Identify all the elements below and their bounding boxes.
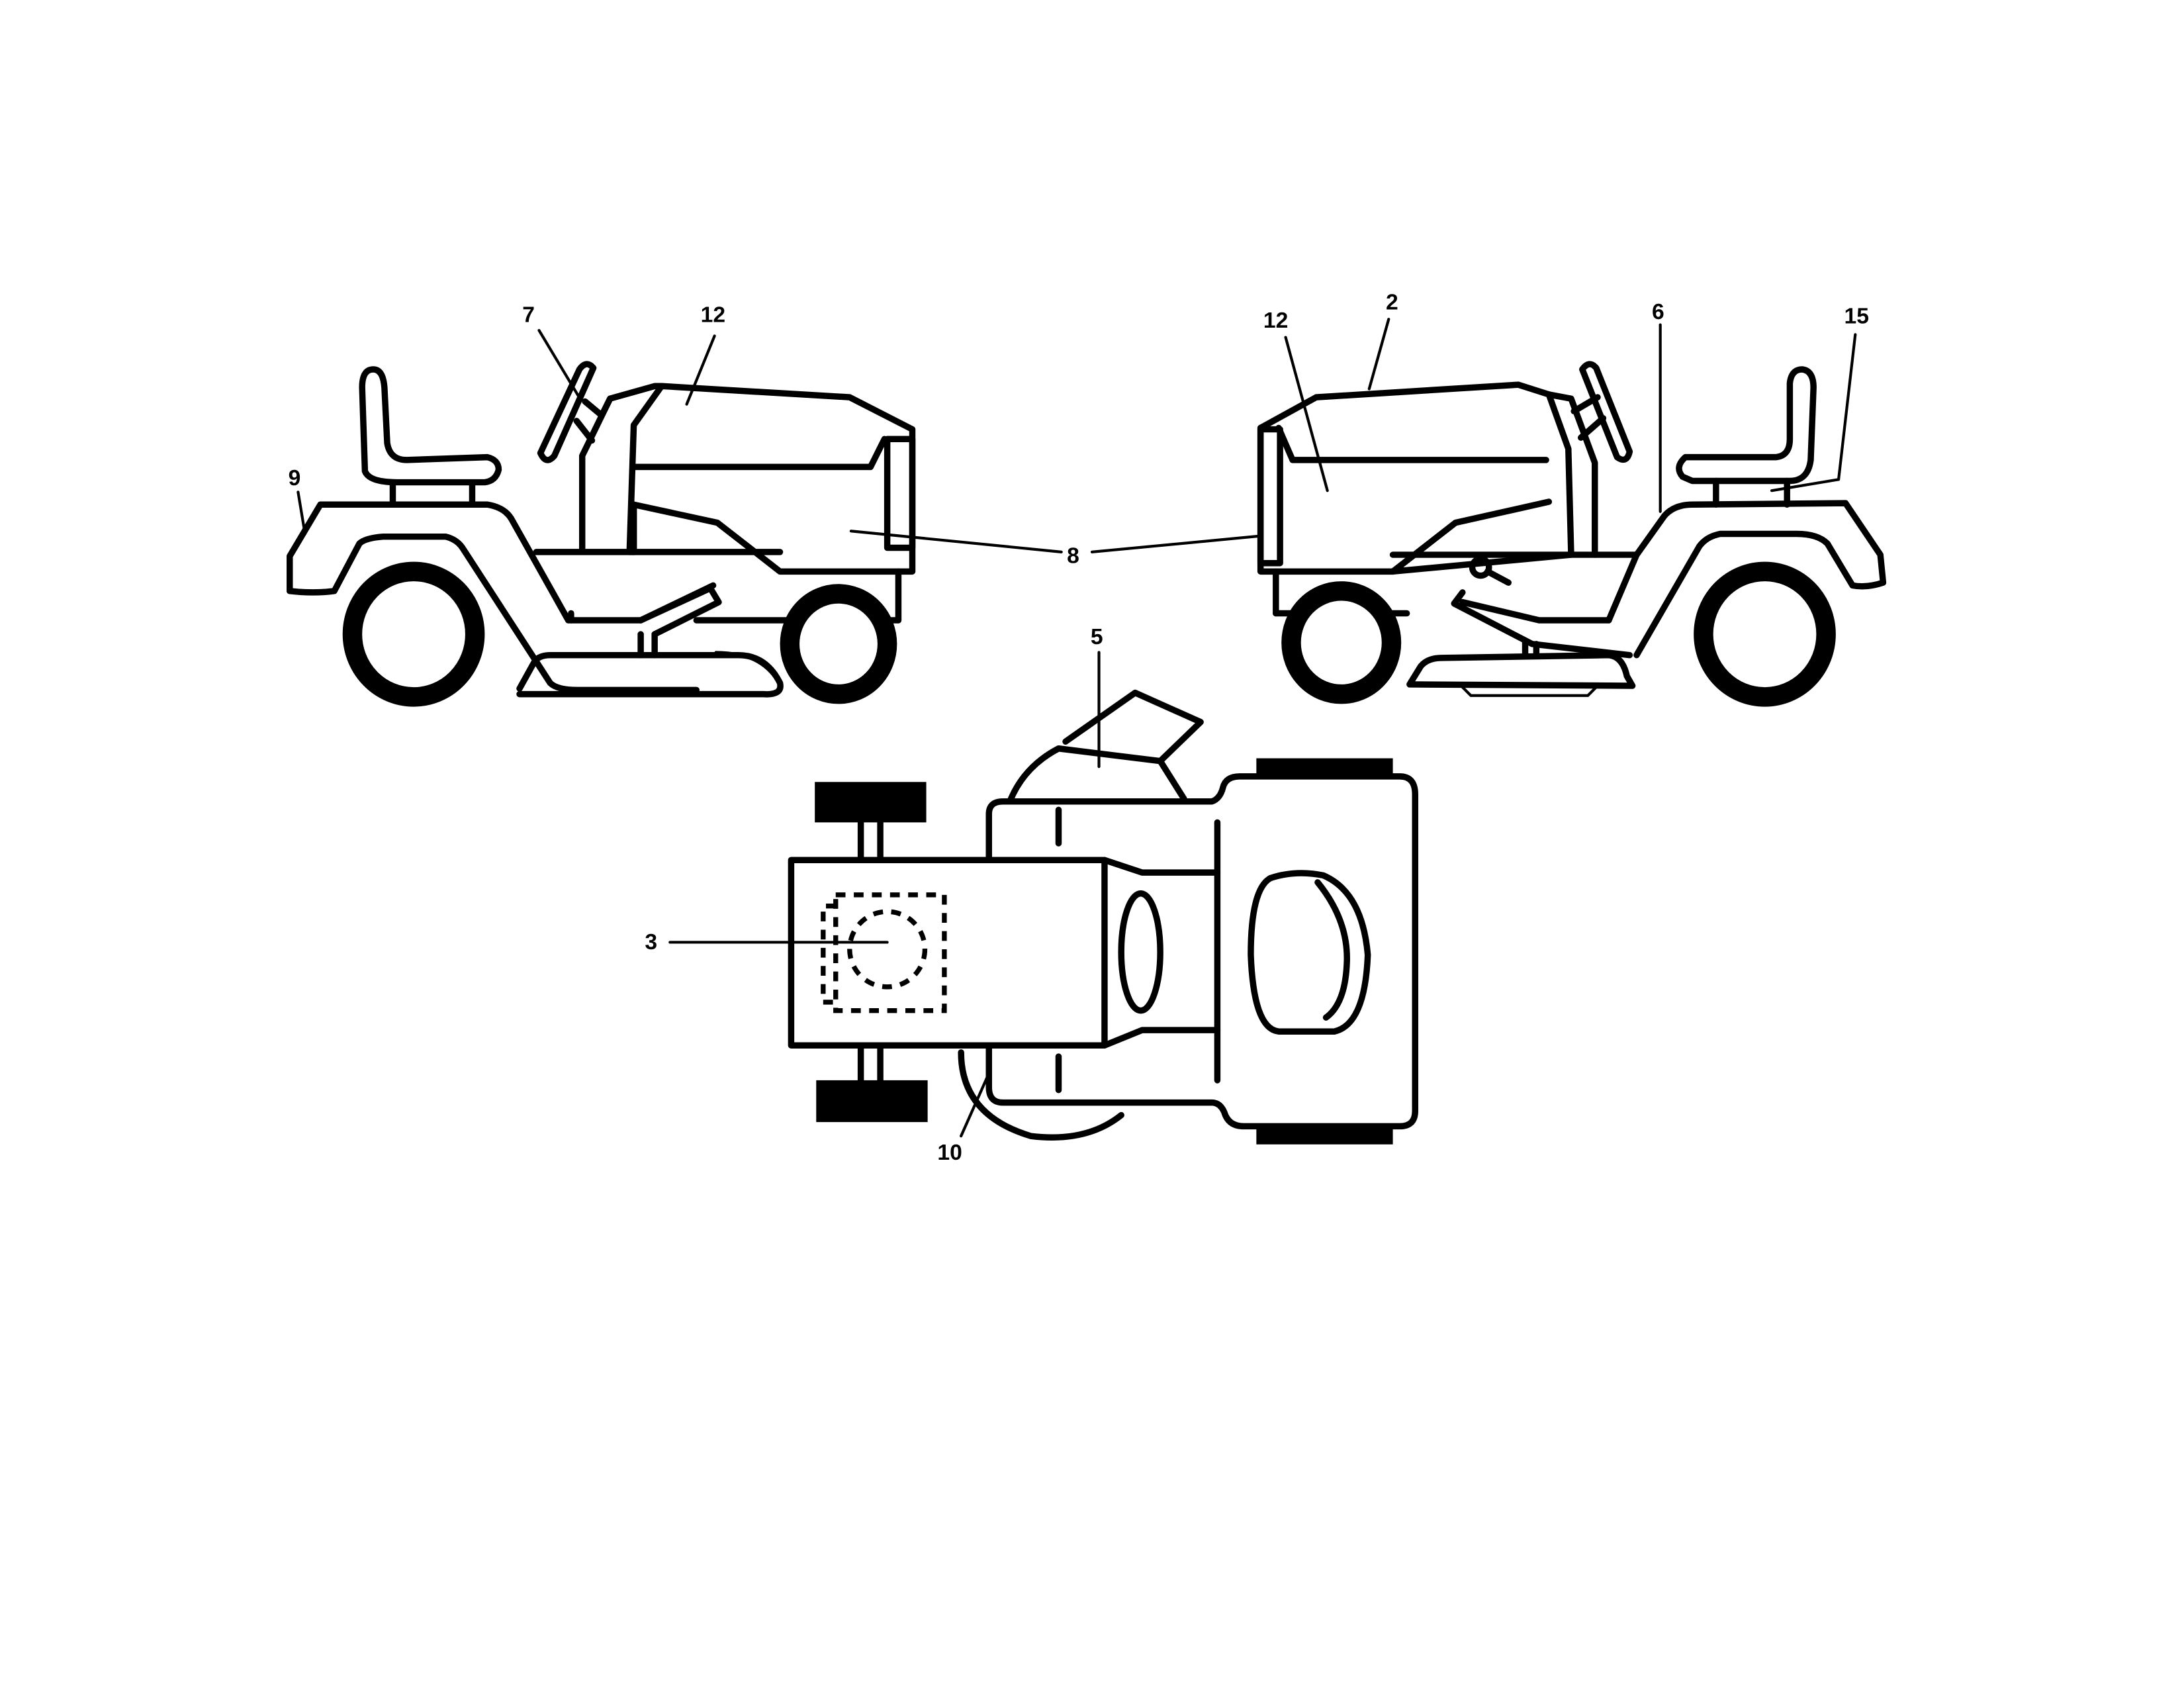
- front-right-tire: [816, 1080, 928, 1123]
- battery-outline: [833, 892, 947, 1013]
- deck-outline: [958, 1049, 1124, 1141]
- callout-8-group: 8: [849, 530, 1314, 569]
- grille: [884, 436, 916, 551]
- callout-8: 8: [1067, 544, 1079, 569]
- callout-12: 12: [1263, 308, 1288, 333]
- hood: [626, 383, 916, 575]
- engine-outline: [847, 909, 928, 990]
- seat: [1676, 366, 1817, 485]
- callout-7: 7: [522, 303, 535, 327]
- steering-wheel: [1579, 361, 1633, 463]
- rear-right-tire: [1256, 1127, 1393, 1145]
- mower-deck: [516, 651, 784, 698]
- seat: [359, 366, 502, 486]
- hood: [1257, 381, 1574, 575]
- rear-tire: [1694, 561, 1836, 707]
- seat-top: [1248, 870, 1371, 1035]
- callout-6: 6: [1652, 300, 1664, 324]
- callout-5: 5: [1091, 625, 1103, 649]
- callout-15: 15: [1844, 305, 1868, 329]
- steering-wheel-top: [1118, 890, 1163, 1014]
- hood-top: [788, 857, 1108, 1049]
- front-tire: [780, 584, 897, 704]
- grille: [1257, 426, 1283, 567]
- front-left-tire: [815, 782, 927, 823]
- rear-fender: [287, 501, 717, 624]
- front-tire: [1281, 581, 1402, 704]
- steering-wheel: [537, 361, 597, 463]
- discharge-chute: [1007, 689, 1204, 805]
- left-side-view: 7 12 9: [287, 303, 916, 707]
- top-view: 5 3 10: [645, 625, 1419, 1165]
- rear-tire: [342, 561, 485, 707]
- callout-9: 9: [289, 466, 301, 491]
- callout-2: 2: [1386, 290, 1398, 314]
- callout-3: 3: [645, 930, 657, 955]
- callout-10: 10: [937, 1141, 962, 1165]
- right-side-view: 12 2 6 15: [1257, 290, 1887, 707]
- callout-12: 12: [701, 303, 725, 327]
- mower-deck: [1406, 651, 1636, 689]
